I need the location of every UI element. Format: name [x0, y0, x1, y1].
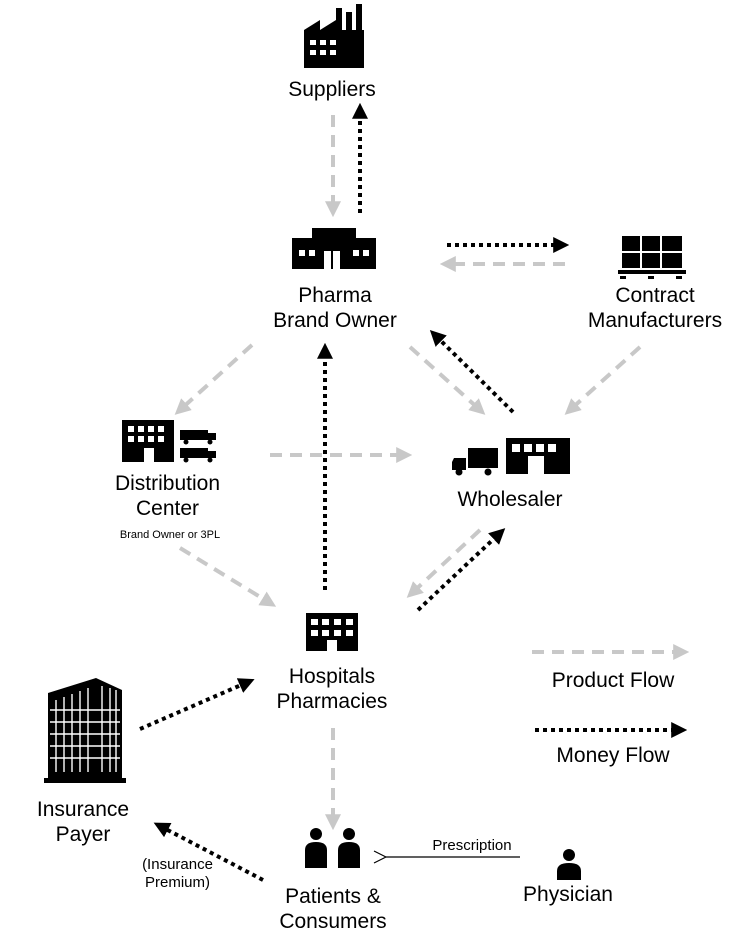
insurance-premium-note: (Insurance Premium): [142, 856, 213, 891]
arrow-insurance-to-hospitals: [139, 678, 255, 731]
contract-manufacturers-label: Contract Manufacturers: [587, 284, 723, 333]
arrow-patients-to-insurance: [153, 822, 264, 882]
truck-warehouse-icon: [452, 438, 570, 476]
brand-owner-label: Pharma Brand Owner: [273, 284, 397, 333]
office-tower-icon: [44, 678, 126, 783]
prescription-label: Prescription: [432, 837, 512, 854]
factory-icon: [304, 4, 364, 68]
distribution-sublabel: Brand Owner or 3PL: [119, 529, 221, 541]
money-flow-arrows: [139, 102, 688, 882]
arrow-contract-to-wholesaler: [564, 345, 642, 415]
distribution-center-label: Distribution Center: [114, 472, 221, 521]
arrow-wholesaler-to-hospitals: [406, 528, 482, 598]
physician-label: Physician: [523, 883, 613, 906]
person-icon: [557, 849, 581, 880]
building-trucks-icon: [122, 420, 216, 463]
hospital-icon: [306, 613, 358, 651]
suppliers-label: Suppliers: [288, 78, 376, 101]
patients-consumers-label: Patients & Consumers: [279, 885, 387, 934]
arrow-hospitals-to-wholesaler: [416, 528, 506, 612]
arrow-brand-to-wholesaler: [408, 345, 486, 415]
people-icon: [305, 828, 360, 868]
arrow-wholesaler-to-brand: [429, 329, 515, 414]
arrow-distribution-to-hospitals: [178, 546, 277, 607]
legend-money-flow-label: Money Flow: [556, 744, 670, 767]
arrow-brand-to-distribution: [174, 343, 254, 415]
legend-product-flow-label: Product Flow: [551, 669, 675, 692]
hospitals-pharmacies-label: Hospitals Pharmacies: [276, 665, 388, 714]
insurance-payer-label: Insurance Payer: [36, 798, 130, 847]
warehouse-icon: [292, 228, 376, 269]
wholesaler-label: Wholesaler: [457, 488, 563, 511]
pallet-boxes-icon: [618, 236, 686, 279]
product-flow-arrows: [174, 115, 690, 831]
